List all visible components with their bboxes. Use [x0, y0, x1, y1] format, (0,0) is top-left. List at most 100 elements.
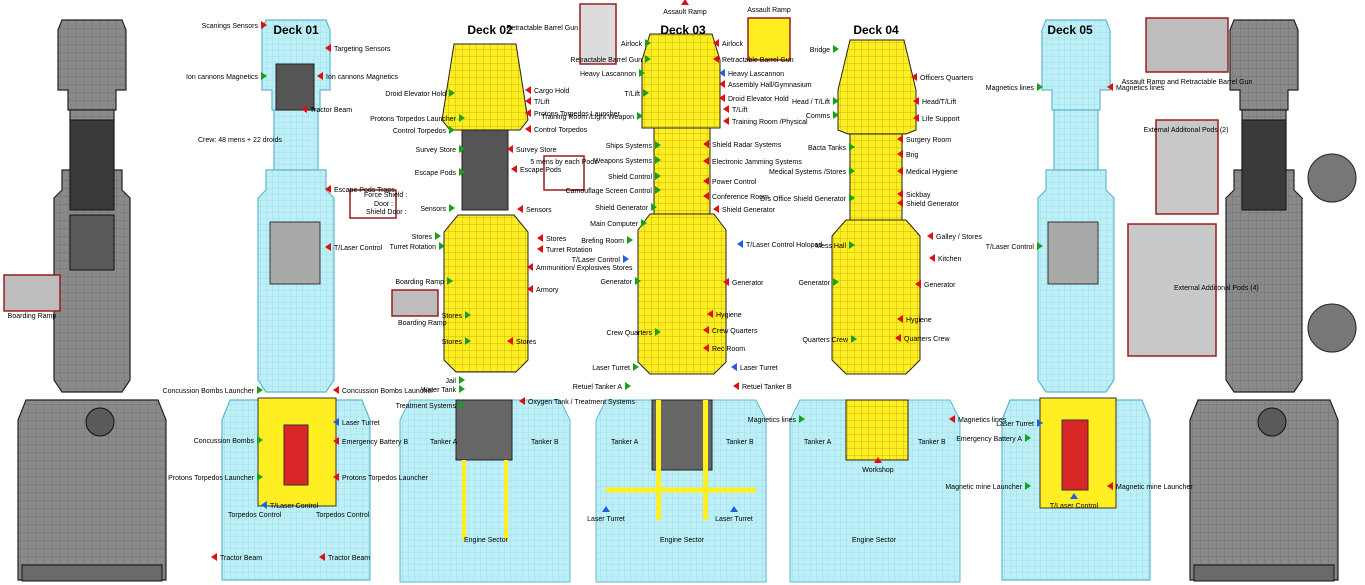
svg-text:T/Laser Control: T/Laser Control: [572, 257, 621, 264]
arrow-marker-icon: [257, 436, 263, 444]
room-label: T/Laser Control: [1050, 493, 1099, 510]
arrow-marker-icon: [465, 311, 471, 319]
arrow-marker-icon: [1037, 419, 1043, 427]
svg-text:Ships Systems: Ships Systems: [606, 143, 653, 150]
svg-text:Scanings Sensors: Scanings Sensors: [202, 23, 259, 30]
room-label: Main Computer: [590, 219, 647, 228]
arrow-marker-icon: [849, 143, 855, 151]
arrow-marker-icon: [525, 97, 531, 105]
room-label: Targeting Sensors: [325, 44, 391, 53]
svg-text:Magnetics lines: Magnetics lines: [748, 417, 797, 424]
room-label: Medical Systems /Stores: [769, 167, 855, 176]
arrow-marker-icon: [637, 112, 643, 120]
svg-text:Ion cannons Magnetics: Ion cannons Magnetics: [186, 74, 258, 81]
room-label: Stores: [507, 337, 537, 346]
room-label: Laser Turret: [731, 363, 778, 372]
arrow-marker-icon: [319, 553, 325, 561]
room-label: Jail: [445, 376, 465, 385]
room-label: Laser Turret: [587, 506, 625, 523]
arrow-marker-icon: [301, 105, 307, 113]
arrow-marker-icon: [325, 185, 331, 193]
arrow-marker-icon: [261, 72, 267, 80]
svg-text:Comms: Comms: [806, 113, 831, 120]
arrow-marker-icon: [703, 192, 709, 200]
room-label: Shield Radar Systems: [703, 140, 782, 149]
arrow-marker-icon: [627, 236, 633, 244]
room-label: Ion cannons Magnetics: [317, 72, 398, 81]
arrow-marker-icon: [929, 254, 935, 262]
arrow-marker-icon: [723, 278, 729, 286]
arrow-marker-icon: [635, 277, 641, 285]
svg-text:T/Laser Control Holopod: T/Laser Control Holopod: [746, 242, 822, 249]
arrow-marker-icon: [507, 337, 513, 345]
svg-text:Boarding Ramp: Boarding Ramp: [395, 279, 444, 286]
inset-label-assault-ramp-barrel: Assault Ramp and Retractable Barrel Gun: [1122, 79, 1253, 86]
room-label: Tractor Beam: [211, 553, 262, 562]
arrow-marker-icon: [719, 80, 725, 88]
svg-text:Medical Systems /Stores: Medical Systems /Stores: [769, 169, 847, 176]
arrow-marker-icon: [325, 243, 331, 251]
svg-text:T/Laser Control: T/Laser Control: [270, 503, 319, 510]
room-label: Power Control: [703, 177, 757, 186]
room-label: T/Laser Control: [261, 501, 319, 510]
svg-text:Magnetics lines: Magnetics lines: [1116, 85, 1165, 92]
room-label: Droid Elevator Hold: [385, 89, 455, 98]
arrow-marker-icon: [737, 240, 743, 248]
room-label: Torpedos Control: [316, 512, 370, 519]
svg-text:Targeting Sensors: Targeting Sensors: [334, 46, 391, 53]
svg-text:Head / T/Lift: Head / T/Lift: [792, 99, 830, 106]
room-label: Hygiene: [707, 310, 742, 319]
arrow-marker-icon: [655, 186, 661, 194]
room-label: Torpedos Control: [228, 512, 282, 519]
arrow-marker-icon: [915, 280, 921, 288]
room-label: Control Torpedos: [525, 125, 588, 134]
svg-text:Tractor Beam: Tractor Beam: [310, 107, 352, 114]
room-label: Droid Elevator Hold: [719, 94, 789, 103]
arrow-marker-icon: [261, 21, 267, 29]
room-label: Rec Room: [703, 344, 745, 353]
inset-label-assault-ramp: Assault Ramp: [747, 7, 791, 14]
arrow-marker-icon: [833, 45, 839, 53]
room-label: Shield Control: [608, 172, 661, 181]
arrow-marker-icon: [719, 69, 725, 77]
deck-title-deck03: Deck 03: [660, 23, 706, 37]
svg-text:Assault Ramp: Assault Ramp: [663, 9, 707, 16]
room-label: Tanker B: [726, 439, 754, 446]
arrow-marker-icon: [333, 473, 339, 481]
room-label: T/Lift: [525, 97, 550, 106]
inset-label-boarding-ramp-left: Boarding Ramp: [8, 313, 57, 320]
svg-text:Shield Control: Shield Control: [608, 174, 652, 181]
room-label: Tanker A: [804, 439, 832, 446]
svg-text:Tractor Beam: Tractor Beam: [220, 555, 262, 562]
svg-text:Mess Hall: Mess Hall: [815, 243, 846, 250]
inset-frames: [3, 3, 1229, 357]
arrow-marker-icon: [655, 328, 661, 336]
room-label: Treatment Systems: [396, 401, 465, 410]
room-label: Oxygen Tank / Treatment Systems: [519, 397, 635, 406]
arrow-marker-icon: [459, 114, 465, 122]
arrow-marker-icon: [927, 232, 933, 240]
room-label: Scanings Sensors: [202, 21, 267, 30]
arrow-marker-icon: [525, 125, 531, 133]
room-label: Water Tank: [421, 385, 465, 394]
room-label: Quarters Crew: [895, 334, 950, 343]
arrow-marker-icon: [333, 437, 339, 445]
arrow-marker-icon: [211, 553, 217, 561]
svg-text:Quarters Crew: Quarters Crew: [904, 336, 950, 343]
room-label: Training Room /Light Weapon: [541, 112, 643, 121]
svg-text:Treatment Systems: Treatment Systems: [396, 403, 457, 410]
room-label: Generator: [723, 278, 764, 287]
room-label: Shield Generator: [897, 199, 960, 208]
deck-title-deck04: Deck 04: [853, 23, 899, 37]
room-label: Stores: [442, 337, 471, 346]
svg-text:T/Laser Control: T/Laser Control: [334, 245, 383, 252]
svg-text:Laser Turret: Laser Turret: [342, 420, 380, 427]
svg-text:Laser Turret: Laser Turret: [740, 365, 778, 372]
arrow-marker-icon: [655, 172, 661, 180]
svg-text:Survey Store: Survey Store: [416, 147, 457, 154]
room-label: Stores: [412, 232, 441, 241]
room-label: Protons Torpedos Launcher: [525, 109, 621, 118]
arrow-marker-icon: [645, 39, 651, 47]
svg-text:Torpedos Control: Torpedos Control: [316, 512, 370, 519]
